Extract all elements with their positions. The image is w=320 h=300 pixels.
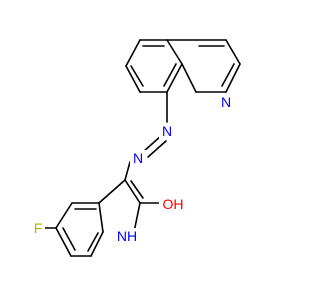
bond [55,202,73,229]
label-background [31,220,45,236]
bond [55,227,72,257]
label-background [130,150,146,166]
bond [142,134,163,153]
azo-nitrogen-label: N [162,123,172,139]
quinoline-nitrogen-label: N [221,94,231,110]
hydroxyl-label: OH [163,196,184,212]
bond-layer [43,39,241,257]
fluorine-label: F [34,220,43,236]
bond-double-inner [130,65,144,87]
bond-double-inner [221,63,235,87]
bond [124,161,131,181]
bond-double-inner [62,227,76,251]
bond [90,231,104,257]
bond [166,63,183,93]
bond-double-inner [87,232,99,252]
bond [125,65,141,93]
label-background [114,228,140,244]
bond [133,202,141,233]
bond [166,39,183,65]
bond-double-inner [130,180,144,199]
bond [225,63,241,93]
bond [98,202,104,233]
bond-double-inner [147,140,167,158]
bond [181,63,197,93]
label-background [159,196,187,212]
bond-double-inner [163,63,177,87]
bond [125,39,141,67]
bond [225,39,241,65]
label-background [159,123,175,139]
bond [124,179,141,204]
label-background [218,94,234,110]
atom-label-layer: N N N OH NH F [31,94,234,244]
indole-nh-label: NH [117,228,137,244]
azo-nitrogen-label: N [133,150,143,166]
bond [98,179,126,204]
molecule-structure-diagram: N N N OH NH F [31,39,241,257]
